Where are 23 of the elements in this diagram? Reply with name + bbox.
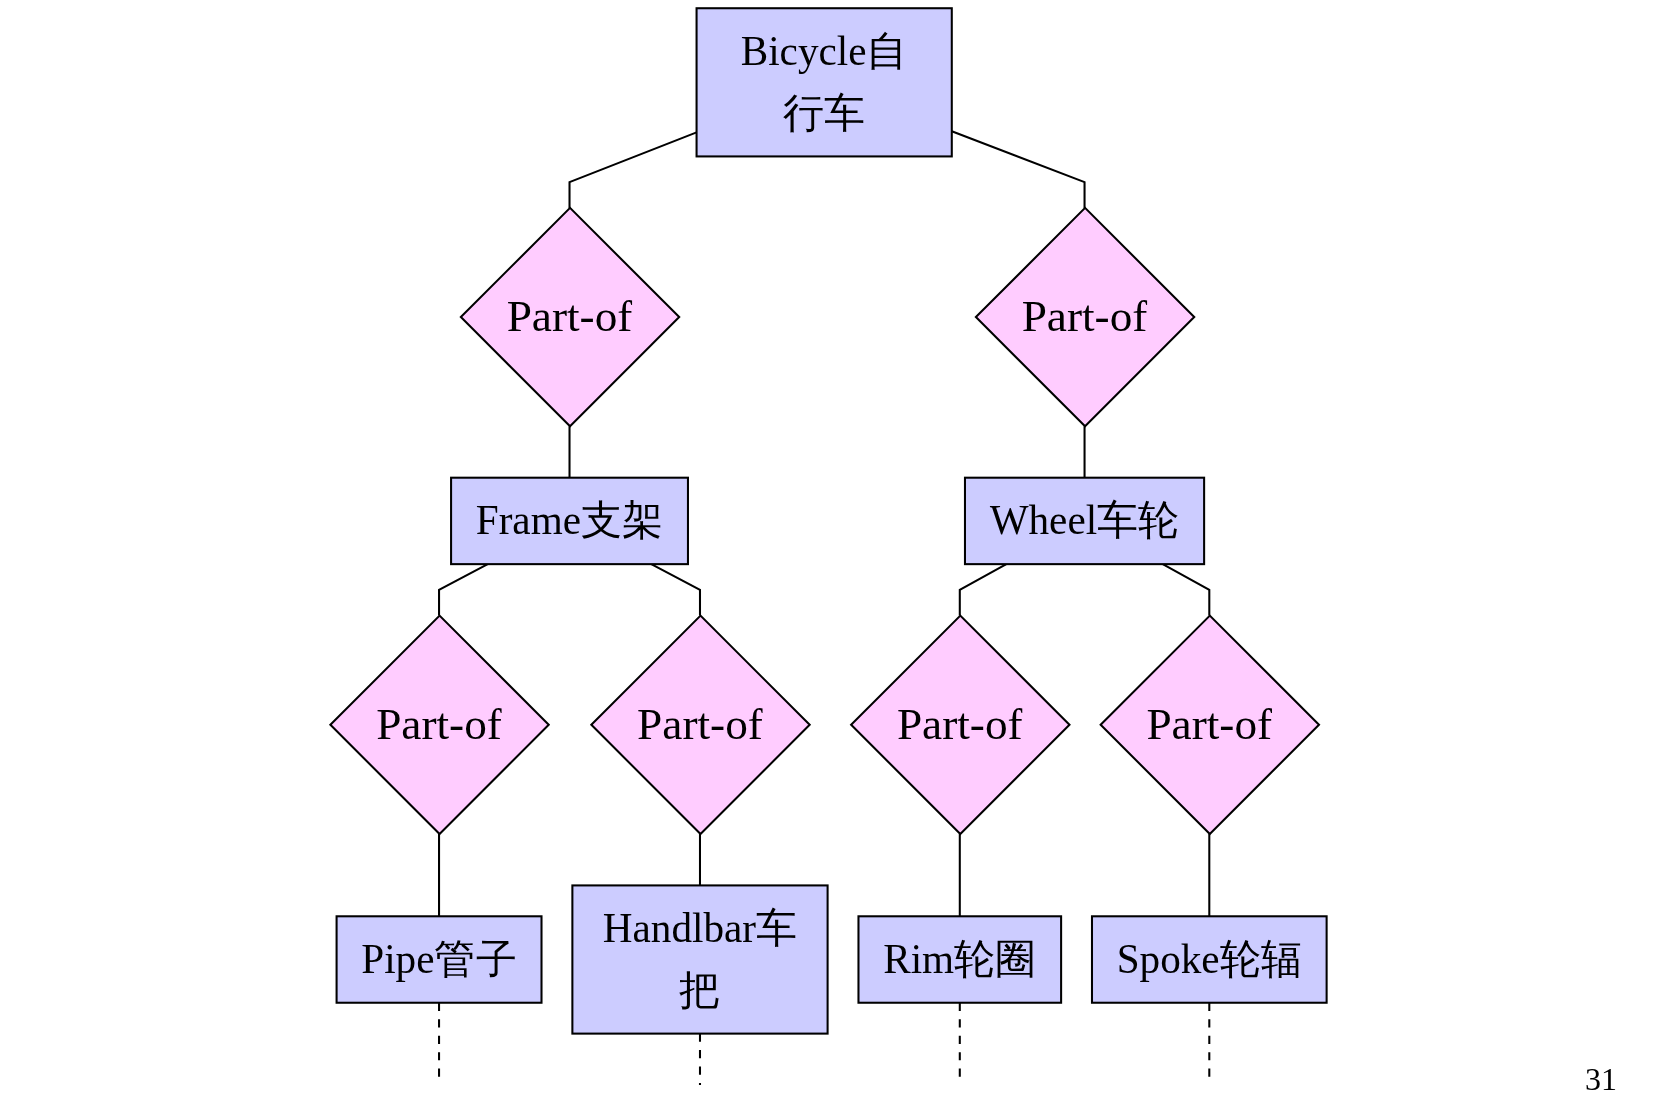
node-box: Rim轮圈: [857, 915, 1063, 1004]
connector: [438, 833, 441, 917]
node-diamond: Part-of: [974, 206, 1196, 428]
connector: [698, 1033, 701, 1086]
node-diamond: Part-of: [589, 614, 812, 836]
connector: [698, 833, 701, 886]
node-diamond: Part-of: [328, 614, 551, 836]
connector: [1208, 833, 1211, 917]
page-number: 31: [1585, 1061, 1617, 1098]
connector: [958, 833, 961, 917]
connector: [568, 131, 697, 208]
node-box: Frame支架: [450, 476, 689, 566]
connector: [568, 426, 571, 478]
node-diamond: Part-of: [459, 206, 681, 428]
node-diamond: Part-of: [849, 614, 1071, 836]
node-diamond: Part-of: [1099, 614, 1321, 836]
node-box: Spoke轮辐: [1090, 915, 1328, 1004]
node-box: Wheel车轮: [963, 476, 1206, 566]
node-box: Pipe管子: [335, 915, 543, 1004]
node-box: Bicycle自行车: [695, 7, 953, 158]
node-box: Handlbar车把: [571, 884, 829, 1035]
connector: [1083, 426, 1086, 478]
connector: [951, 130, 1086, 208]
